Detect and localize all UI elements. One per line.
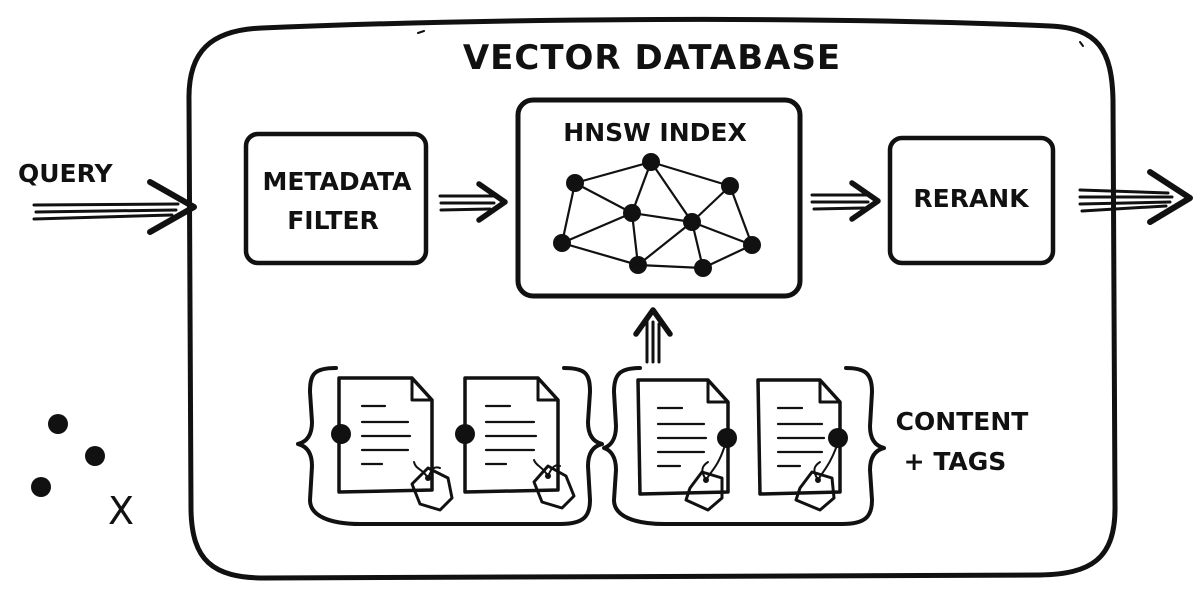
document-icon xyxy=(331,376,454,512)
left-document-group xyxy=(296,366,604,526)
graph-nodes xyxy=(553,153,761,277)
output-arrow xyxy=(1078,169,1193,225)
tag-icon xyxy=(410,461,454,512)
query-label: QUERY xyxy=(18,159,114,188)
content-tags-line2: + TAGS xyxy=(904,447,1007,476)
rerank-label: RERANK xyxy=(913,184,1030,213)
document-icon xyxy=(455,376,576,510)
metadata-filter-line2: FILTER xyxy=(287,206,379,235)
document-icon xyxy=(636,378,737,512)
legend-dot xyxy=(48,414,68,434)
right-document-group xyxy=(602,366,886,526)
hnsw-index-label: HNSW INDEX xyxy=(563,118,746,147)
legend-x-mark: X xyxy=(108,489,134,533)
tag-icon xyxy=(684,447,725,512)
legend-dot xyxy=(31,477,51,497)
query-arrow xyxy=(32,179,197,235)
content-tags-line1: CONTENT xyxy=(896,407,1029,436)
document-icon xyxy=(756,378,848,512)
container-tick xyxy=(417,30,1084,47)
tag-icon xyxy=(532,459,576,510)
rerank-box: RERANK xyxy=(887,135,1056,266)
vector-database-container xyxy=(186,16,1118,581)
hnsw-index-box: HNSW INDEX xyxy=(515,97,803,299)
scatter-legend: X xyxy=(31,414,134,533)
legend-dot xyxy=(85,446,105,466)
metadata-filter-line1: METADATA xyxy=(262,167,412,196)
tag-icon xyxy=(794,447,837,512)
index-to-rerank-arrow xyxy=(810,180,881,222)
content-to-index-arrow xyxy=(633,307,673,364)
diagram-title: VECTOR DATABASE xyxy=(463,38,841,78)
graph-edges xyxy=(560,160,754,270)
filter-to-index-arrow xyxy=(438,181,508,223)
metadata-filter-box: METADATA FILTER xyxy=(243,131,429,266)
